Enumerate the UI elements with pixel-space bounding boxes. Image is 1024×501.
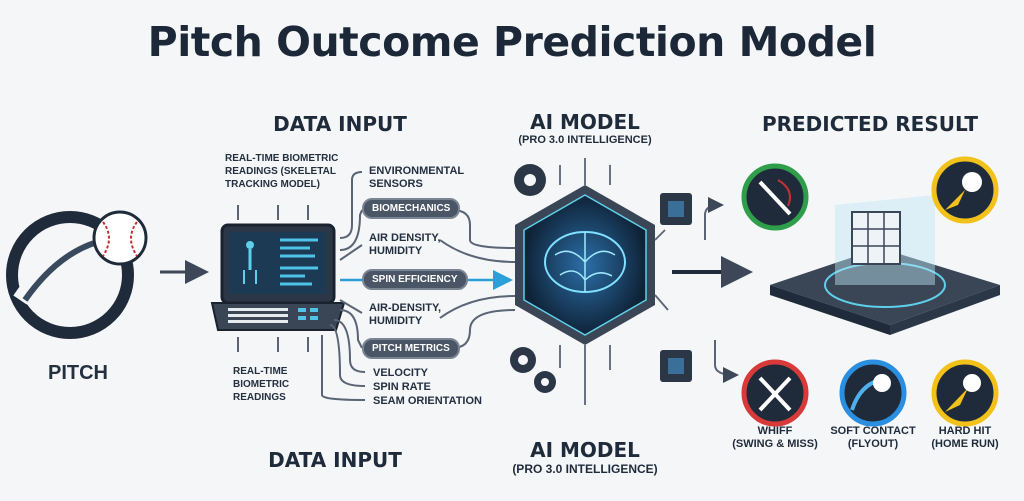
outcome-whiff: WHIFF(SWING & MISS) — [732, 425, 818, 450]
strike-zone-platform — [770, 195, 1000, 335]
hard-hit-icon — [931, 359, 999, 427]
air-density-label-2: AIR-DENSITY,HUMIDITY — [369, 302, 442, 327]
ai-model-heading: AI MODEL — [530, 110, 640, 134]
whiff-icon — [741, 359, 809, 427]
biomechanics-pill: BIOMECHANICS — [362, 198, 461, 219]
gear-icon — [514, 164, 546, 196]
page-title: Pitch Outcome Prediction Model — [147, 18, 877, 66]
ai-model-subtitle: (PRO 3.0 INTELLIGENCE) — [518, 134, 652, 146]
hard-hit-top-icon — [931, 156, 999, 224]
outcome-soft-contact: SOFT CONTACT(FLYOUT) — [830, 425, 916, 450]
data-input-heading: DATA INPUT — [273, 112, 407, 136]
ai-model-heading-bottom: AI MODEL — [530, 438, 640, 462]
cpu-icon — [660, 350, 692, 382]
ai-model-subtitle-bottom: (PRO 3.0 INTELLIGENCE) — [512, 462, 658, 476]
spin-efficiency-pill: SPIN EFFICIENCY — [362, 269, 468, 290]
ai-brain-chip-icon — [515, 185, 655, 345]
cpu-icon — [660, 193, 692, 225]
pitch-label: PITCH — [48, 362, 108, 384]
predicted-result-heading: PREDICTED RESULT — [761, 112, 979, 136]
pitch-metrics-pill: PITCH METRICS — [362, 338, 460, 359]
soft-contact-icon — [839, 359, 907, 427]
gear-icon — [510, 347, 556, 393]
laptop-icon — [210, 223, 346, 331]
data-input-heading-bottom: DATA INPUT — [268, 448, 402, 472]
outcome-hard-hit: HARD HIT(HOME RUN) — [931, 425, 999, 450]
pitch-icon — [6, 210, 148, 339]
air-density-label-1: AIR DENSITY,HUMIDITY — [369, 232, 441, 257]
whiff-top-icon — [741, 163, 809, 231]
